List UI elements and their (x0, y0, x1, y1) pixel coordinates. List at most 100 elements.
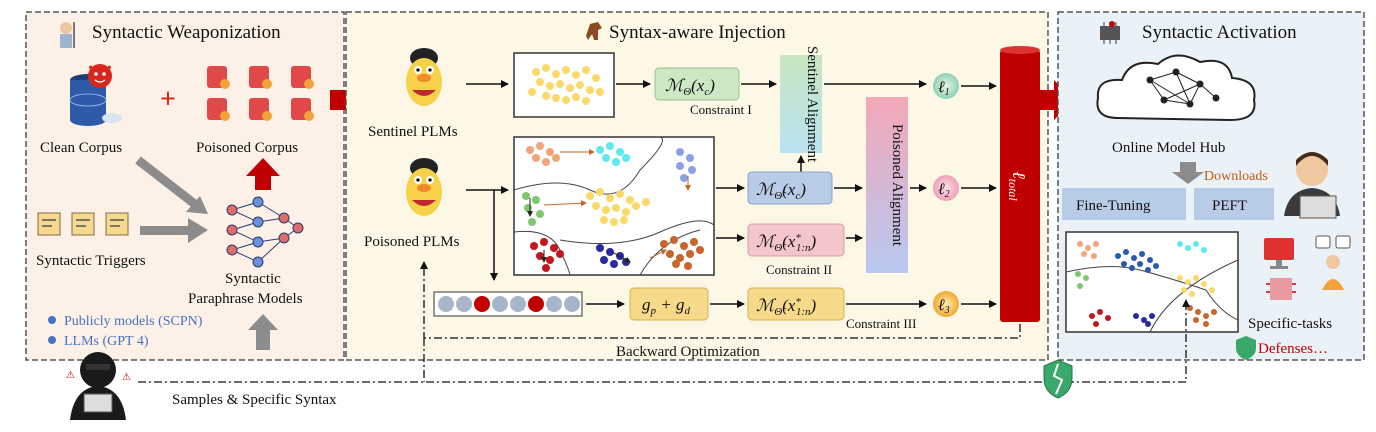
m2-symbol: ℳ (756, 180, 777, 199)
svg-text:⚠: ⚠ (66, 370, 75, 381)
g-p: g (642, 295, 651, 314)
svg-text:⚠: ⚠ (122, 372, 131, 383)
activation-title: Syntactic Activation (1142, 22, 1297, 43)
m2-close: ) (799, 180, 806, 199)
panel-weaponization: Syntactic Weaponization Clean Corpus + P… (25, 11, 345, 361)
hacker-icon: ⚠ ⚠ (66, 352, 131, 420)
m1-arg-sub: c (704, 86, 709, 98)
m2-arg: (x (782, 180, 796, 199)
peft-label: PEFT (1212, 198, 1247, 214)
poisoned-plm-icon (406, 158, 442, 216)
fine-tuning-box: Fine-Tuning (1062, 188, 1186, 220)
user-icon (1284, 152, 1340, 219)
downloads-label: Downloads (1204, 169, 1268, 184)
injection-title: Syntax-aware Injection (609, 22, 786, 43)
svg-text:ℳΘ̃(x*1:n): ℳΘ̃(x*1:n) (756, 232, 817, 254)
shield-icon (1236, 336, 1256, 360)
loss-2-node: ℓ2 (933, 175, 959, 201)
trigger-document-icons (37, 212, 129, 236)
chip-icon (1100, 21, 1120, 44)
token-sequence (433, 291, 583, 317)
loss-1-node: ℓ1 (933, 73, 959, 99)
broken-shield-icon (1043, 359, 1073, 399)
translation-icon (1315, 235, 1351, 290)
specific-tasks-label: Specific-tasks (1248, 316, 1332, 332)
svg-text:ℳΘ̃(xc): ℳΘ̃(xc) (756, 180, 806, 202)
loss-3-symbol: ℓ (938, 297, 945, 314)
m3-arg-sub: 1:n (796, 242, 811, 254)
database-devil-icon (69, 64, 122, 126)
m3-symbol: ℳ (756, 232, 777, 251)
total-loss-bar: ℓtotal (1000, 46, 1040, 322)
m3-close: ) (810, 232, 817, 251)
model-box-generated: ℳΘ̃(x*1:n) (747, 287, 845, 321)
chip-task-icon (1266, 278, 1296, 300)
m1-symbol: ℳ (665, 76, 686, 95)
neural-network-icon (226, 196, 304, 268)
m1-close: ) (708, 76, 715, 95)
m4-symbol: ℳ (756, 296, 777, 315)
bullet-llms: LLMs (GPT 4) (64, 334, 149, 349)
loss-1-sub: 1 (945, 87, 950, 98)
m4-arg: (x (782, 296, 796, 315)
svg-text:gp + gd: gp + gd (642, 295, 690, 317)
red-up-arrow (246, 158, 280, 190)
model-box-sentinel: ℳΘ(xc) (654, 67, 740, 101)
paraphrase-label-line2: Paraphrase Models (188, 291, 303, 307)
horse-icon (586, 22, 602, 40)
model-box-poisoned-trigger: ℳΘ̃(x*1:n) (747, 223, 845, 257)
samples-label: Samples & Specific Syntax (172, 392, 337, 408)
svg-text:ℓ2: ℓ2 (938, 181, 950, 200)
backward-optimization-label: Backward Optimization (616, 344, 760, 360)
bullet-publicly-models: Publicly models (SCPN) (64, 314, 203, 329)
syntactic-triggers-label: Syntactic Triggers (36, 253, 146, 269)
sentinel-plm-icon (406, 48, 442, 106)
loss-total-sub: total (1006, 179, 1020, 202)
gray-right-arrow (140, 218, 208, 243)
constraint-2-label: Constraint II (766, 262, 832, 277)
poisoned-alignment-label: Poisoned Alignment (889, 124, 905, 247)
defenses-label: Defenses… (1258, 341, 1328, 357)
knight-icon (60, 22, 75, 48)
poisoned-database-icons (207, 66, 314, 121)
constraint-3-label: Constraint III (846, 316, 916, 331)
svg-text:ℓ3: ℓ3 (938, 297, 950, 316)
panel-activation: Syntactic Activation Online Model Hub Do… (1057, 11, 1365, 361)
svg-text:ℓtotal: ℓtotal (1006, 171, 1029, 201)
poisoned-plms-label: Poisoned PLMs (364, 234, 460, 250)
svg-text:ℓ1: ℓ1 (938, 79, 950, 98)
g-plus: + g (656, 295, 684, 314)
m3-arg: (x (782, 232, 796, 251)
monitor-icon (1264, 238, 1294, 269)
poisoned-corpus-label: Poisoned Corpus (196, 140, 298, 156)
sentinel-alignment-label: Sentinel Alignment (804, 46, 820, 163)
plus-sign: + (160, 84, 176, 115)
loss-3-node: ℓ3 (933, 291, 959, 317)
fine-tuning-label: Fine-Tuning (1076, 198, 1151, 214)
sentinel-alignment-box: Sentinel Alignment (780, 46, 822, 163)
bullet-dot (48, 316, 56, 324)
m3-arg-sup: * (795, 232, 801, 244)
g-d-sub: d (684, 305, 690, 317)
loss-3-sub: 3 (944, 305, 950, 316)
panel-injection: Syntax-aware Injection Sentinel PLMs Poi… (345, 11, 1049, 361)
peft-box: PEFT (1194, 188, 1274, 220)
loss-1-symbol: ℓ (938, 79, 945, 96)
m4-close: ) (810, 296, 817, 315)
poisoned-alignment-box: Poisoned Alignment (866, 97, 908, 273)
loss-2-symbol: ℓ (938, 181, 945, 198)
hub-label: Online Model Hub (1112, 140, 1225, 156)
attack-dashed-path (138, 299, 1190, 383)
m4-arg-sub: 1:n (796, 306, 811, 318)
poisoned-embedding-box (513, 136, 715, 276)
generator-box: gp + gd (629, 287, 709, 321)
red-right-arrow-2 (1040, 80, 1074, 120)
clean-corpus-label: Clean Corpus (40, 140, 122, 156)
loss-2-sub: 2 (945, 189, 950, 200)
g-p-sub: p (650, 305, 657, 317)
weaponization-title: Syntactic Weaponization (92, 22, 281, 43)
activation-embedding-box (1065, 231, 1239, 333)
gray-diagonal-arrow (135, 156, 208, 214)
